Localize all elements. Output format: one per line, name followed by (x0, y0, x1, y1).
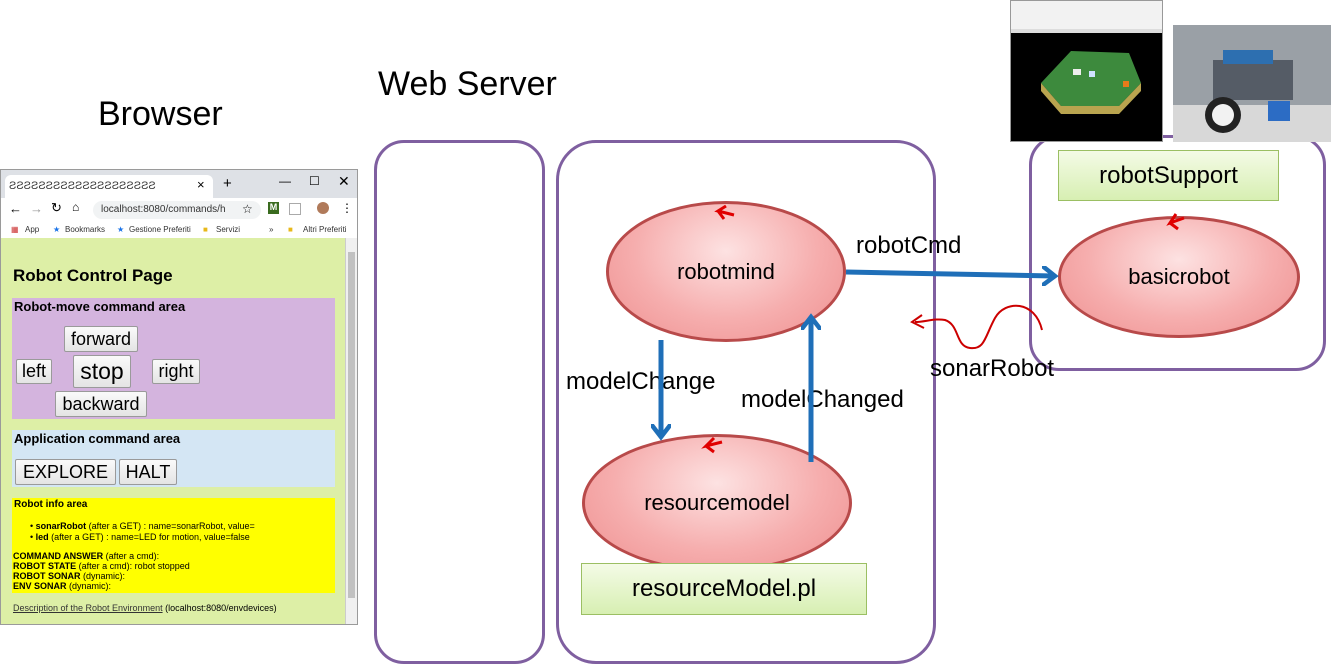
basicrobot-loop-icon (1166, 213, 1185, 231)
halt-button[interactable]: HALT (119, 459, 177, 485)
mini-browser-bar (1011, 1, 1162, 29)
robot-control-page: Robot Control Page Robot-move command ar… (1, 238, 346, 624)
sonar-icon (1123, 81, 1129, 87)
robot-state: ROBOT STATE (after a cmd): robot stopped (13, 561, 190, 571)
info-item-sonar: • sonarRobot (after a GET) : name=sonarR… (30, 521, 255, 531)
physical-robot-image (1173, 25, 1331, 142)
footer-line: Description of the Robot Environment (lo… (13, 603, 277, 613)
virtual-robot-icon (1073, 69, 1081, 75)
robot-sonar: ROBOT SONAR (dynamic): (13, 571, 126, 581)
bookmark-gestione[interactable]: Gestione Preferiti (129, 225, 191, 234)
right-button[interactable]: right (152, 359, 200, 384)
robot-support-box: robotSupport (1058, 150, 1279, 201)
extension-box-icon[interactable] (289, 203, 301, 215)
address-row: ← → ↻ ⌂ localhost:8080/commands/h ☆ M ⋮ (1, 198, 357, 222)
physical-robot-photo (1173, 25, 1331, 142)
sonar-robot-label: sonarRobot (930, 355, 1055, 382)
robot-board (1223, 50, 1273, 64)
backward-button[interactable]: backward (55, 391, 147, 417)
application-command-area: Application command area EXPLORE HALT (12, 430, 335, 487)
apps-icon[interactable]: ▦ (11, 225, 19, 234)
minimize-icon[interactable]: — (279, 174, 291, 188)
command-answer: COMMAND ANSWER (after a cmd): (13, 551, 160, 561)
obstacle-icon (1089, 71, 1095, 77)
star-icon[interactable]: ☆ (242, 202, 253, 216)
bookmark-overflow[interactable]: » (269, 225, 274, 234)
model-change-label: modelChange (566, 368, 716, 395)
bookmark-star-icon: ★ (117, 225, 125, 234)
bookmark-servizi[interactable]: Servizi (216, 225, 241, 234)
bookmark-star-icon: ★ (53, 225, 61, 234)
bookmark-app[interactable]: App (25, 225, 40, 234)
folder-icon: ■ (288, 225, 293, 234)
browser-tab[interactable]: ƧƧƧƧƧƧƧƧƧƧƧƧƧƧƧƧƧƧƧƧ (5, 175, 213, 198)
scrollbar[interactable] (345, 238, 357, 624)
back-icon[interactable]: ← (9, 201, 22, 216)
resourcemodel-loop-icon (701, 436, 723, 454)
info-item-led: • led (after a GET) : name=LED for motio… (30, 532, 250, 542)
model-changed-label: modelChanged (741, 386, 904, 413)
virtual-robot-screenshot (1010, 0, 1163, 142)
bookmark-bookmarks[interactable]: Bookmarks (65, 225, 106, 234)
browser-heading: Browser (98, 95, 223, 133)
sonar-arrowhead-icon (910, 314, 925, 329)
explore-button[interactable]: EXPLORE (15, 459, 116, 485)
robot-cmd-label: robotCmd (856, 232, 962, 259)
new-tab-icon[interactable]: + (223, 175, 232, 192)
menu-icon[interactable]: ⋮ (341, 201, 353, 215)
avatar[interactable] (317, 202, 329, 214)
arena-wall (1041, 83, 1141, 114)
application-container (556, 140, 936, 664)
basicrobot-actor: basicrobot (1058, 216, 1300, 338)
extension-icon[interactable]: M (268, 202, 279, 214)
virtual-environment-image (1041, 51, 1141, 114)
mini-page-header (1011, 29, 1162, 33)
page-title: Robot Control Page (13, 266, 173, 285)
forward-nav-icon[interactable]: → (30, 201, 43, 216)
folder-icon: ■ (203, 225, 208, 234)
move-command-area: Robot-move command area forward left sto… (12, 298, 335, 419)
url-text: localhost:8080/commands/h (101, 204, 226, 215)
browser-window: ƧƧƧƧƧƧƧƧƧƧƧƧƧƧƧƧƧƧƧƧ × + — ☐ ✕ ← → ↻ ⌂ l… (0, 169, 358, 625)
home-icon[interactable]: ⌂ (72, 200, 80, 214)
tab-bar: ƧƧƧƧƧƧƧƧƧƧƧƧƧƧƧƧƧƧƧƧ × + — ☐ ✕ (1, 170, 357, 198)
forward-button[interactable]: forward (64, 326, 138, 352)
radiator (1173, 105, 1331, 142)
ultrasonic-sensor (1212, 104, 1234, 126)
env-sonar: ENV SONAR (dynamic): (13, 581, 112, 591)
info-area-title: Robot info area (14, 499, 88, 510)
resource-model-file: resourceModel.pl (581, 563, 867, 615)
bookmarks-bar: ▦ App ★ Bookmarks ★ Gestione Preferiti ■… (1, 222, 357, 239)
tab-title: ƧƧƧƧƧƧƧƧƧƧƧƧƧƧƧƧƧƧƧƧ (9, 180, 156, 192)
robot-cmd-arrow (845, 272, 1054, 276)
env-description-link[interactable]: Description of the Robot Environment (13, 603, 163, 613)
sonar-squiggle (914, 304, 1043, 350)
web-server-container (374, 140, 545, 664)
stop-button[interactable]: stop (73, 355, 131, 388)
arena-floor (1041, 51, 1141, 106)
bookmark-altri[interactable]: Altri Preferiti (303, 225, 347, 234)
close-tab-icon[interactable]: × (197, 177, 205, 192)
move-area-title: Robot-move command area (14, 299, 186, 314)
reload-icon[interactable]: ↻ (51, 200, 62, 215)
robotmind-loop-icon (714, 204, 735, 220)
left-button[interactable]: left (16, 359, 52, 384)
maximize-icon[interactable]: ☐ (309, 174, 320, 188)
app-area-title: Application command area (14, 431, 181, 446)
robot-info-area: Robot info area • sonarRobot (after a GE… (12, 498, 335, 593)
robot-bumper (1268, 101, 1290, 121)
url-bar[interactable]: localhost:8080/commands/h (93, 201, 261, 219)
robot-chassis (1213, 60, 1293, 100)
scrollbar-thumb[interactable] (348, 252, 355, 598)
close-window-icon[interactable]: ✕ (338, 173, 350, 189)
web-server-heading: Web Server (378, 65, 557, 103)
